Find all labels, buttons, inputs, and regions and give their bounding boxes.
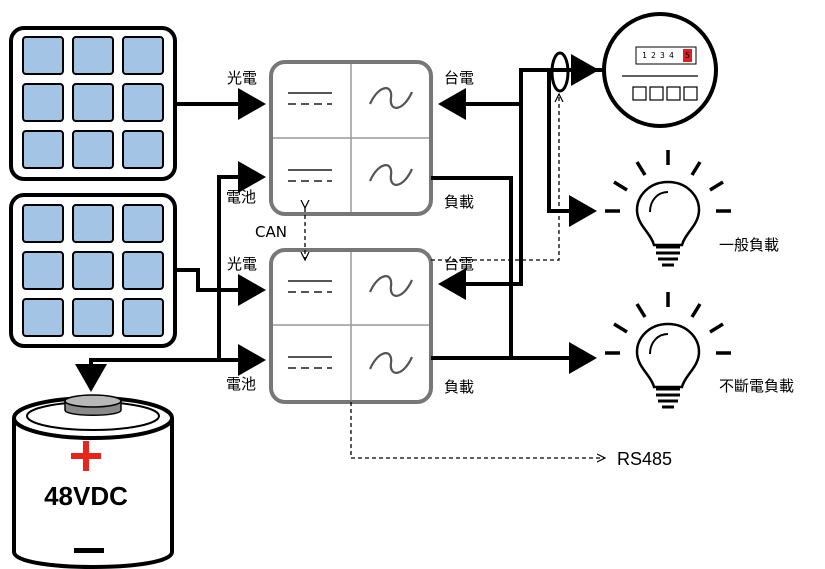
meter-digit-5: 5	[685, 51, 690, 60]
general-load-label: 一般負載	[719, 236, 779, 254]
pv-bottom-wire	[175, 268, 266, 306]
battery	[12, 394, 174, 569]
load-bottom-label: 負載	[444, 378, 474, 396]
load-top-label: 負載	[444, 193, 474, 211]
grid-bottom-label: 台電	[444, 255, 474, 273]
ac-symbol-icon	[368, 87, 414, 186]
meter-digit-4: 4	[669, 51, 674, 60]
dc-symbol-icon	[288, 92, 332, 182]
pv-bottom-label: 光電	[227, 255, 257, 273]
ups-load-label: 不斷電負載	[719, 377, 794, 395]
inverter-top	[269, 60, 433, 216]
plus-icon	[71, 441, 101, 471]
ups-load-bulb-icon	[605, 292, 731, 409]
can-label: CAN	[255, 223, 287, 241]
power-meter	[602, 12, 718, 128]
rs485-link	[350, 402, 605, 458]
battery-down-wire	[75, 358, 219, 392]
general-load-wire	[547, 70, 597, 227]
ct-signal-link	[431, 94, 559, 261]
meter-highlight-digit	[683, 49, 692, 62]
battery-voltage-label: 48VDC	[44, 481, 128, 511]
solar-panel-bottom	[9, 193, 177, 348]
meter-digit-3: 3	[660, 51, 665, 60]
rs485-label: RS485	[617, 449, 672, 469]
grid-bottom-wire	[438, 104, 523, 300]
battery-top-wire	[217, 161, 266, 360]
battery-top-label: 電池	[226, 188, 256, 206]
battery-bottom-label: 電池	[226, 375, 256, 393]
solar-panel-top	[9, 26, 177, 181]
meter-digit-2: 2	[651, 51, 656, 60]
minus-icon	[74, 548, 104, 553]
pv-top-label: 光電	[227, 69, 257, 87]
inverter-bottom	[269, 248, 433, 404]
grid-top-label: 台電	[444, 69, 474, 87]
ups-load-wire	[431, 176, 597, 374]
meter-digit-1: 1	[642, 51, 647, 60]
general-load-bulb-icon	[605, 150, 731, 267]
ct-sensor-icon	[550, 51, 570, 93]
